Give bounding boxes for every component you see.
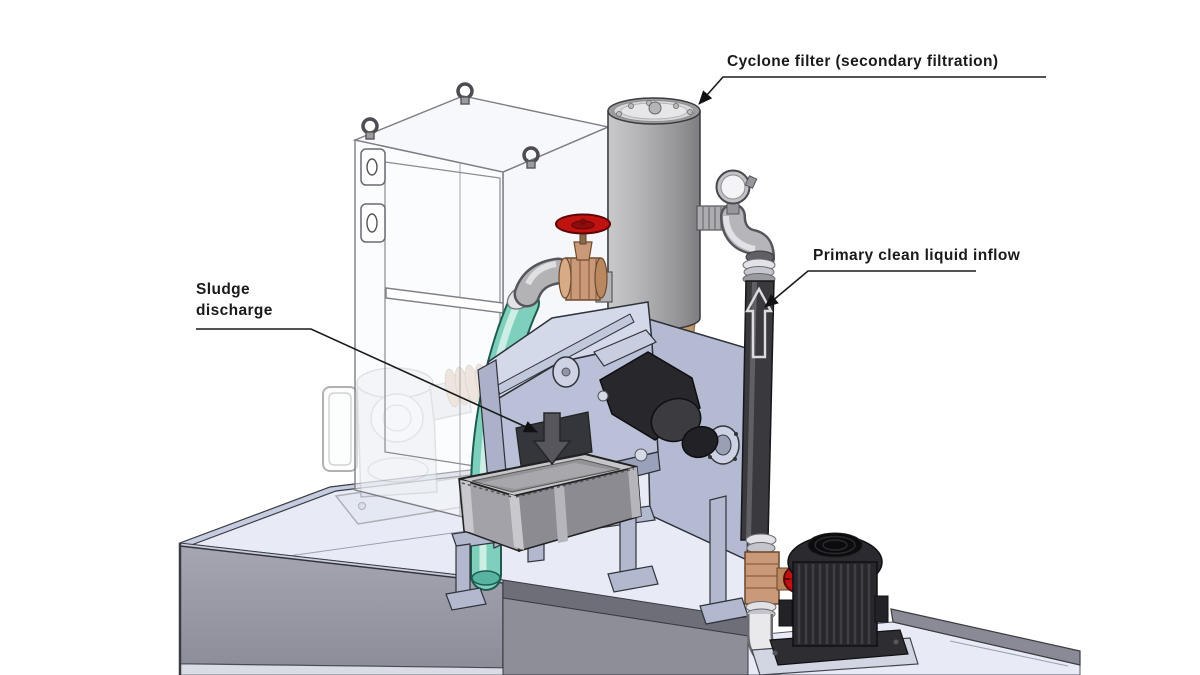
sludge-container [458, 452, 642, 553]
tote-interior-shade [480, 463, 610, 489]
ghost-hatch-inner [328, 392, 352, 466]
slot-hole [366, 158, 378, 176]
tote-rib [628, 467, 641, 518]
vent-hole [616, 111, 622, 117]
pump-tab [874, 595, 889, 623]
primary-inflow-label: Primary clean liquid inflow [813, 247, 1021, 264]
pressure-gauge-face [720, 174, 746, 200]
motor-mount-plate [593, 329, 657, 367]
pump-tab [778, 599, 793, 627]
motor-standoff [634, 448, 648, 462]
ghost-hatch-plate [322, 386, 358, 472]
inflow-leader-line [764, 270, 976, 308]
valve-flange [558, 257, 572, 299]
hose-end-cap [471, 570, 501, 586]
stand-foot [607, 565, 659, 593]
fan-grille-ring [822, 539, 848, 551]
supply-pump [751, 532, 919, 675]
flange-bolt [893, 639, 899, 645]
valve-bonnet [573, 241, 593, 261]
nipple-ribs [702, 206, 722, 230]
tote-rib [509, 494, 524, 550]
vent-hole [628, 103, 634, 109]
gauge-elbow-highlight [723, 215, 756, 252]
drive-wheel-hub [561, 367, 571, 377]
callout-leaders [196, 76, 1046, 433]
gauge-side-nub [744, 175, 758, 189]
sludge-discharge-label: Sludge discharge [196, 281, 273, 319]
center-port [648, 101, 662, 115]
port-bolt [708, 455, 712, 459]
fan-grille-ring [814, 535, 856, 555]
sludge-leader-line [196, 328, 538, 433]
cyclone-filter-label: Cyclone filter (secondary filtration) [727, 53, 999, 70]
cyclone-body [607, 110, 701, 331]
tote-rim-serration [515, 468, 635, 498]
top-gate-valve [506, 213, 613, 310]
bottom-valve-ribs [745, 563, 779, 589]
riser-pipe [740, 280, 775, 541]
riser-pipe-highlight [746, 282, 757, 539]
tote-rib [461, 480, 474, 533]
stand-leg [709, 495, 727, 616]
handwheel-hub [579, 218, 587, 226]
vent-hole [687, 109, 693, 115]
slot-hole [366, 213, 378, 233]
motor-output [681, 425, 719, 459]
bottom-valve-body [744, 551, 780, 605]
valve-elbow-highlight [525, 261, 557, 286]
cyclone-leader-line [698, 76, 1046, 105]
valve-flange [594, 257, 608, 299]
eye-bolt-base [365, 131, 375, 140]
stand-foot [445, 587, 487, 611]
vent-hole [673, 103, 679, 109]
ghost-pump-bolt [358, 502, 366, 510]
port-bolt [734, 432, 738, 436]
motor-standoff [597, 390, 609, 402]
port-bolt [733, 457, 737, 461]
tote-rib [554, 485, 568, 543]
flange-bolt [772, 650, 778, 656]
eye-bolt-base [526, 160, 536, 169]
valve-elbow-body [516, 260, 569, 305]
pump-fins [797, 564, 871, 644]
flow-arrow-up [744, 286, 774, 359]
tank-right-rim [890, 608, 1081, 666]
tank-mid-front [502, 597, 749, 675]
eye-bolt-base [460, 96, 470, 105]
tote-rim-serration [461, 482, 513, 498]
sludge-flow-arrow [532, 412, 572, 466]
